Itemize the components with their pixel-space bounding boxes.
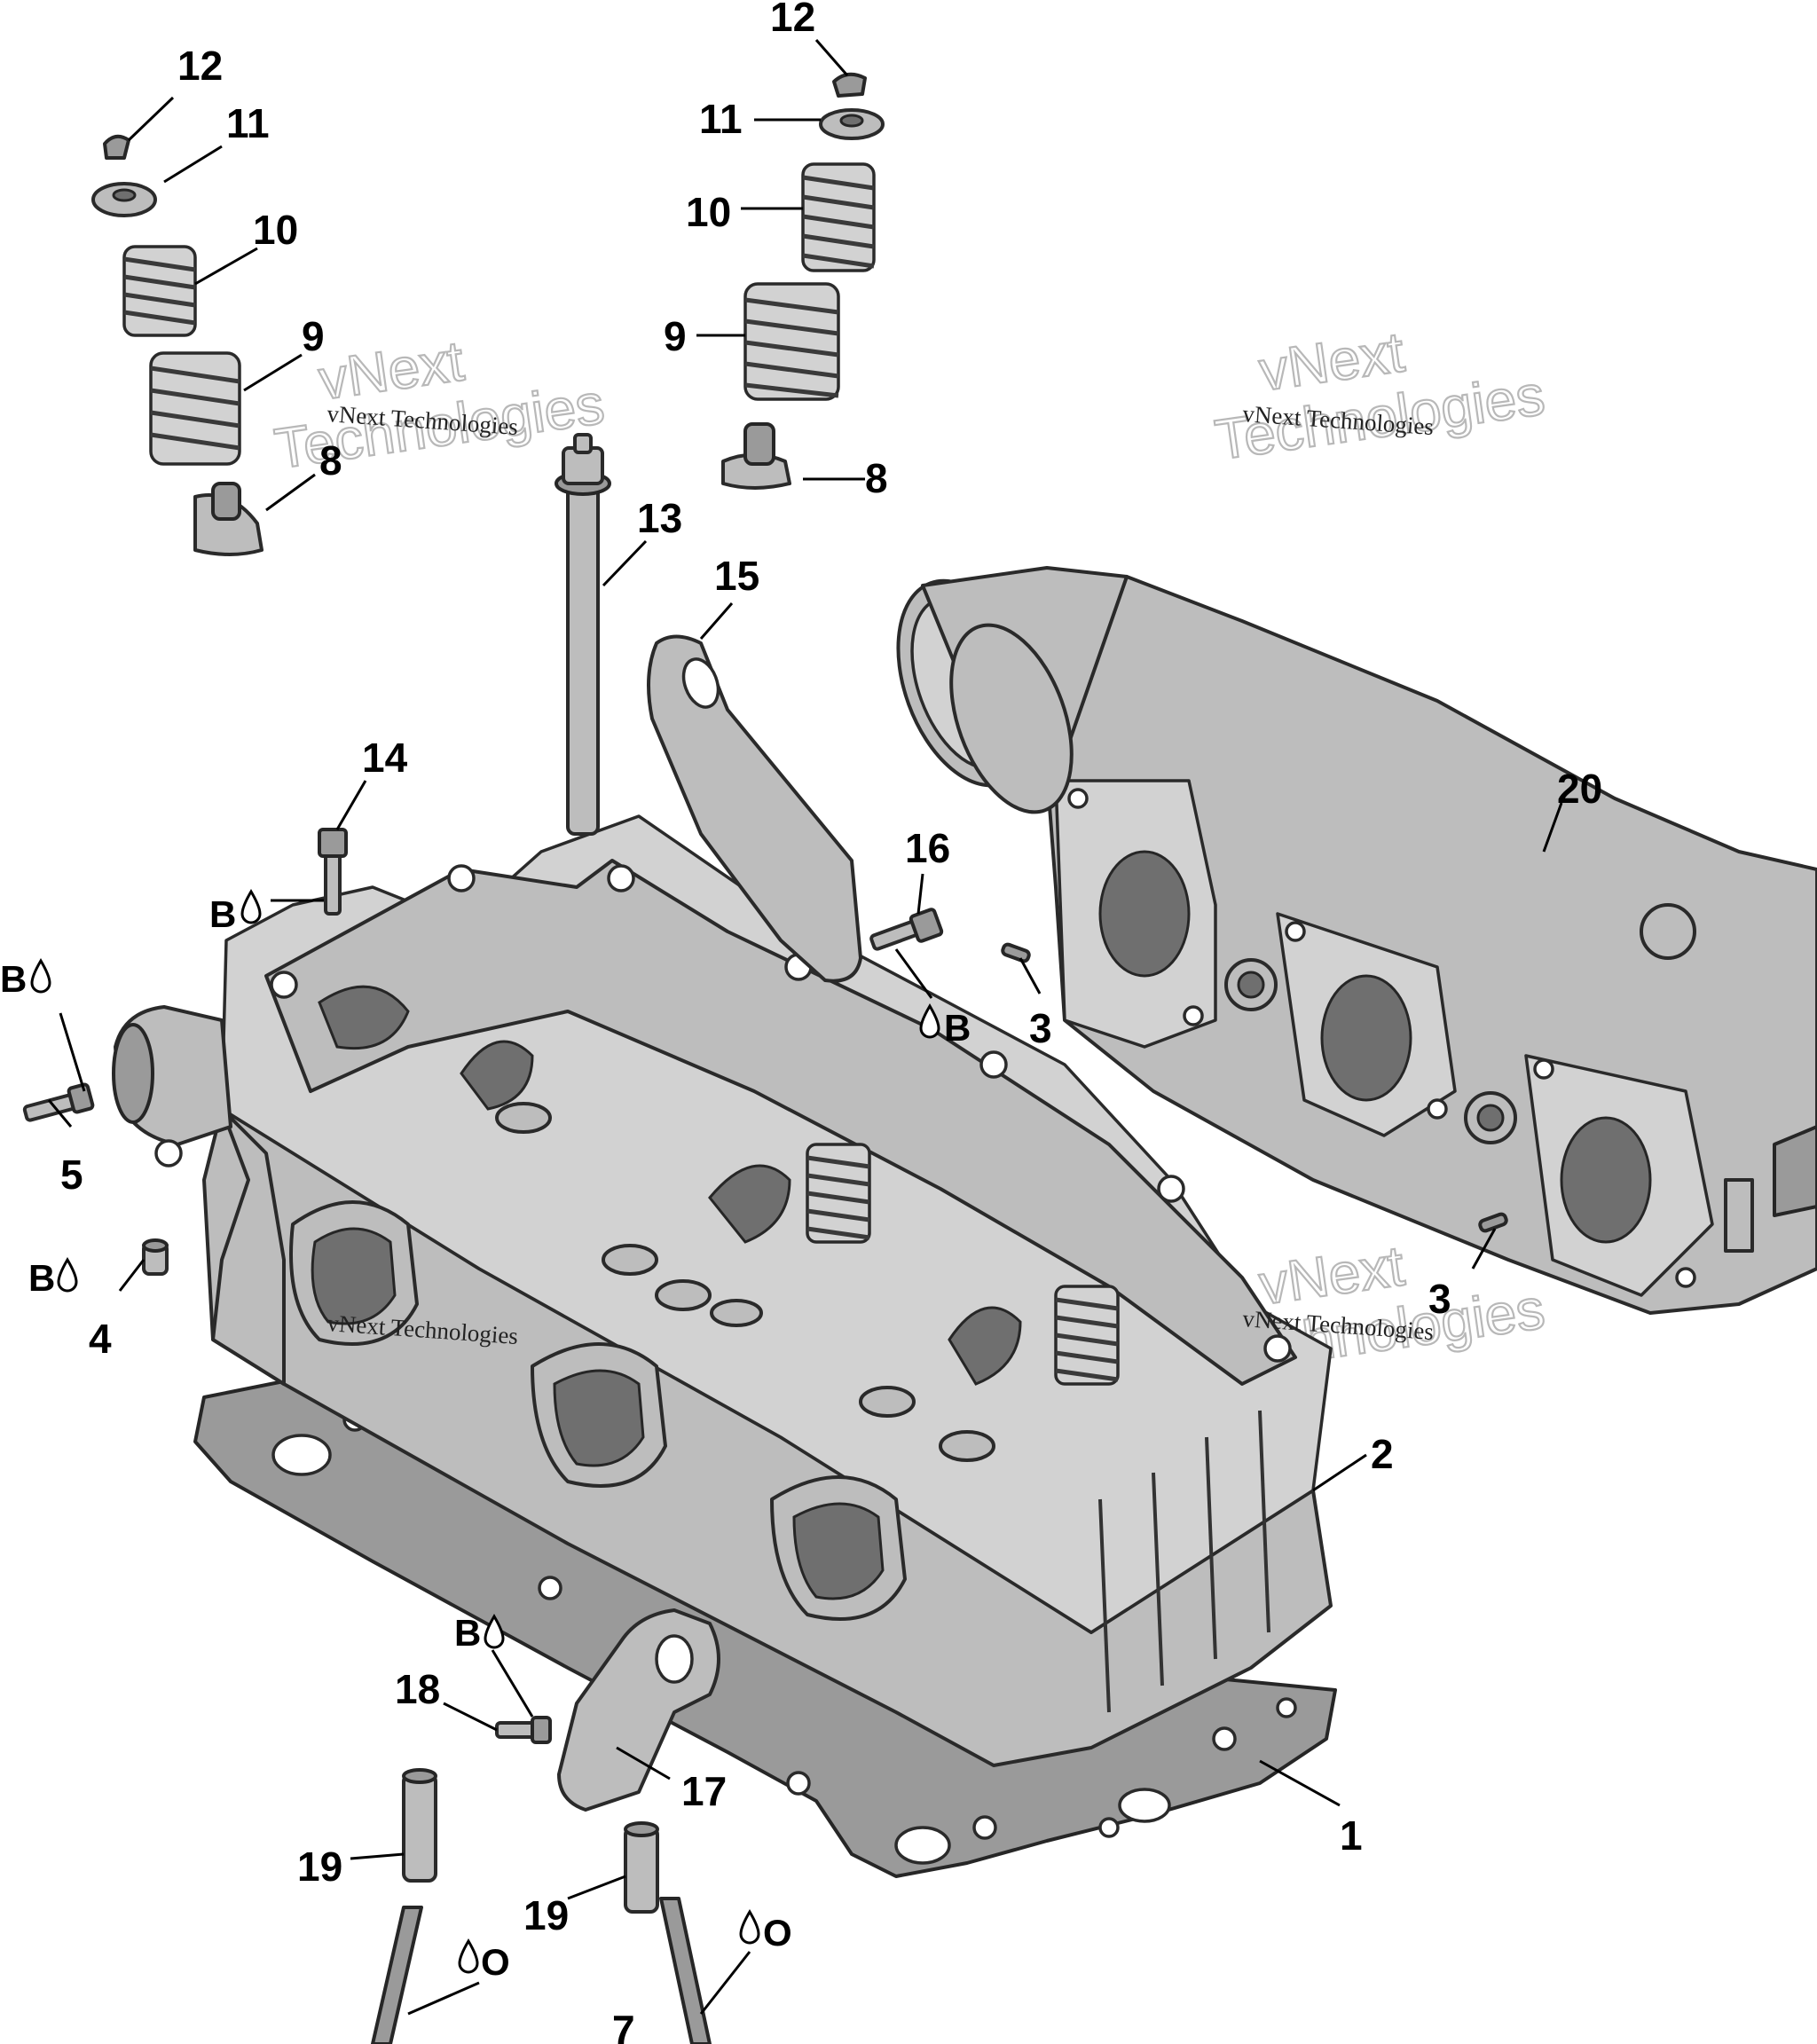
callout-4: 4 xyxy=(89,1316,112,1362)
lubricant-markers: B B B B B O O xyxy=(0,889,971,1983)
callout-12-left: 12 xyxy=(177,43,223,89)
leader-lines xyxy=(47,39,1563,2016)
callout-9-right: 9 xyxy=(664,313,687,359)
callout-15: 15 xyxy=(714,553,759,599)
callout-16: 16 xyxy=(905,825,950,871)
callout-8-left: 8 xyxy=(319,437,342,483)
callout-9-left: 9 xyxy=(302,313,325,359)
lube-b-screw-16: B xyxy=(944,1007,971,1049)
callout-11-left: 11 xyxy=(226,100,270,146)
callout-7: 7 xyxy=(612,2007,635,2044)
lube-o-tube-right: O xyxy=(763,1912,792,1954)
drop-icon xyxy=(240,889,262,924)
cylinder-head xyxy=(112,814,1333,1767)
bracket-15 xyxy=(647,634,862,983)
callout-3-lower: 3 xyxy=(1428,1276,1451,1322)
tubes-7 xyxy=(371,1897,712,2044)
exhaust-manifold xyxy=(896,566,1817,1315)
cylinder-head-bolt xyxy=(555,433,611,836)
drop-icon xyxy=(739,1909,760,1945)
callout-2: 2 xyxy=(1371,1431,1394,1477)
callout-5: 5 xyxy=(60,1152,83,1198)
bracket-17 xyxy=(557,1608,720,1812)
drop-icon xyxy=(30,958,51,994)
drop-icon xyxy=(57,1257,78,1293)
callout-17: 17 xyxy=(681,1768,727,1814)
callout-11-right: 11 xyxy=(699,96,743,142)
callout-3-upper: 3 xyxy=(1029,1005,1052,1051)
studs-19 xyxy=(402,1768,659,1914)
plug-4 xyxy=(142,1238,169,1276)
screw-18 xyxy=(495,1716,552,1744)
callout-1: 1 xyxy=(1340,1812,1363,1859)
drop-icon xyxy=(919,1003,940,1039)
lube-b-plug-4: B xyxy=(28,1257,55,1299)
callout-10-left: 10 xyxy=(253,207,298,253)
callout-8-right: 8 xyxy=(865,455,888,501)
drop-icon xyxy=(458,1938,479,1974)
callout-10-right: 10 xyxy=(686,189,731,235)
drop-icon xyxy=(484,1614,505,1649)
callout-19-right: 19 xyxy=(523,1892,569,1938)
callout-labels: 12 11 10 9 8 12 11 10 9 8 13 15 14 16 3 … xyxy=(60,0,1602,2044)
lube-b-screw-14: B xyxy=(209,893,236,935)
lube-b-screw-18: B xyxy=(454,1612,481,1654)
valve-stack-left xyxy=(91,134,264,556)
callout-13: 13 xyxy=(637,495,682,541)
dowel-pins-3 xyxy=(1001,942,1508,1233)
screw-14 xyxy=(318,828,348,916)
callout-14: 14 xyxy=(362,735,408,781)
callout-20: 20 xyxy=(1557,766,1602,812)
screw-16 xyxy=(869,908,944,951)
callout-19-left: 19 xyxy=(297,1844,342,1890)
valve-stack-right xyxy=(721,72,885,490)
callout-18: 18 xyxy=(395,1666,440,1712)
callout-12-right: 12 xyxy=(770,0,815,40)
lube-b-screw-5: B xyxy=(0,958,27,1000)
lube-o-tube-left: O xyxy=(481,1941,510,1983)
